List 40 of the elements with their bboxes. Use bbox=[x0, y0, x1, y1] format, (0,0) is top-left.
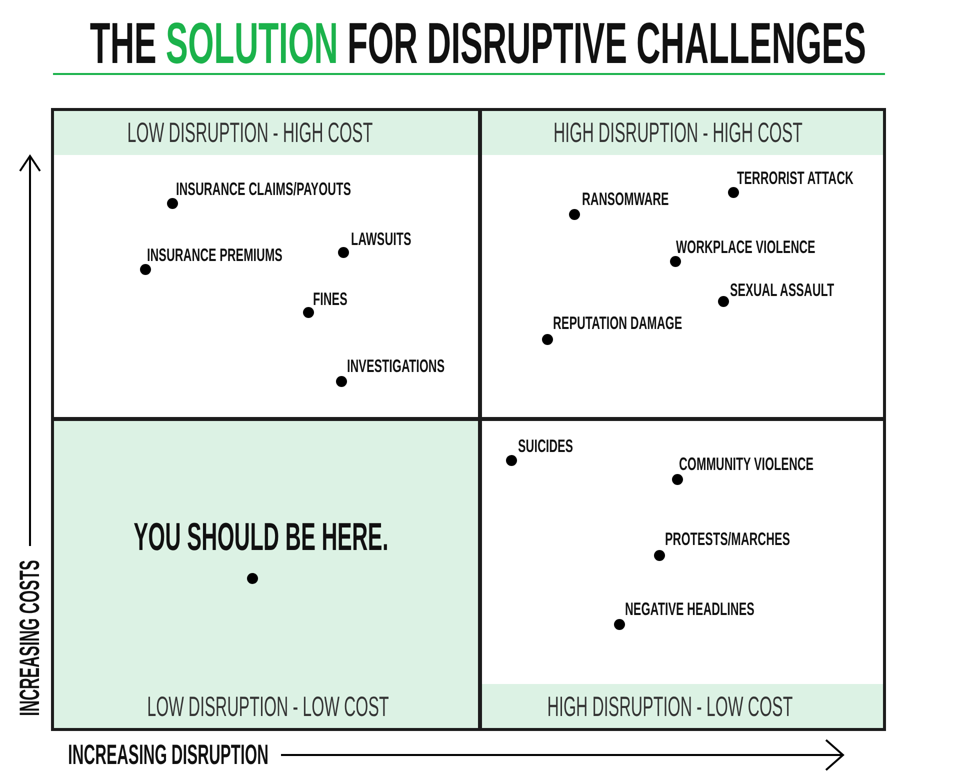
point-label: INSURANCE PREMIUMS bbox=[147, 246, 282, 264]
axis-label: INCREASING DISRUPTION bbox=[68, 741, 269, 769]
point-label: SEXUAL ASSAULT bbox=[730, 280, 834, 299]
dot-icon bbox=[654, 550, 664, 560]
point-label: WORKPLACE VIOLENCE bbox=[676, 238, 816, 256]
quadrant-panel bbox=[479, 108, 886, 420]
quadrant-heading: LOW DISRUPTION - HIGH COST bbox=[127, 119, 373, 148]
dot-icon bbox=[506, 454, 516, 466]
dot-icon bbox=[302, 306, 314, 318]
point-label: NEGATIVE HEADLINES bbox=[625, 600, 754, 618]
point-label: TERRORIST ATTACK bbox=[737, 168, 854, 187]
quadrant-panel bbox=[51, 108, 481, 420]
quadrant-heading: HIGH DISRUPTION - HIGH COST bbox=[553, 119, 803, 148]
dot-icon bbox=[338, 246, 348, 258]
point-label: LAWSUITS bbox=[351, 230, 412, 248]
point-label: RANSOMWARE bbox=[582, 190, 669, 208]
dot-icon bbox=[728, 186, 738, 198]
quadrant-heading: HIGH DISRUPTION - LOW COST bbox=[547, 693, 793, 722]
dot-icon bbox=[166, 198, 178, 208]
dot-icon bbox=[718, 296, 728, 306]
point-label: INVESTIGATIONS bbox=[347, 356, 445, 375]
quadrant-panel bbox=[479, 418, 886, 731]
dot-icon bbox=[542, 334, 552, 344]
callout-text: YOU SHOULD BE HERE. bbox=[134, 518, 388, 557]
quadrant-heading: LOW DISRUPTION - LOW COST bbox=[147, 693, 389, 722]
dot-icon bbox=[246, 572, 258, 584]
dot-icon bbox=[670, 256, 680, 266]
point-label: SUICIDES bbox=[518, 436, 574, 455]
point-label: COMMUNITY VIOLENCE bbox=[679, 454, 814, 473]
point-label: FINES bbox=[313, 290, 348, 308]
dot-icon bbox=[336, 376, 346, 386]
quadrant-panel bbox=[51, 418, 481, 731]
dot-icon bbox=[672, 474, 682, 484]
point-label: PROTESTS/MARCHES bbox=[665, 530, 790, 548]
point-label: INSURANCE CLAIMS/PAYOUTS bbox=[176, 180, 351, 198]
dot-icon bbox=[568, 208, 580, 220]
point-label: REPUTATION DAMAGE bbox=[553, 314, 682, 332]
dot-icon bbox=[614, 618, 624, 630]
dot-icon bbox=[140, 264, 150, 274]
axis-label: INCREASING COSTS bbox=[16, 560, 44, 716]
